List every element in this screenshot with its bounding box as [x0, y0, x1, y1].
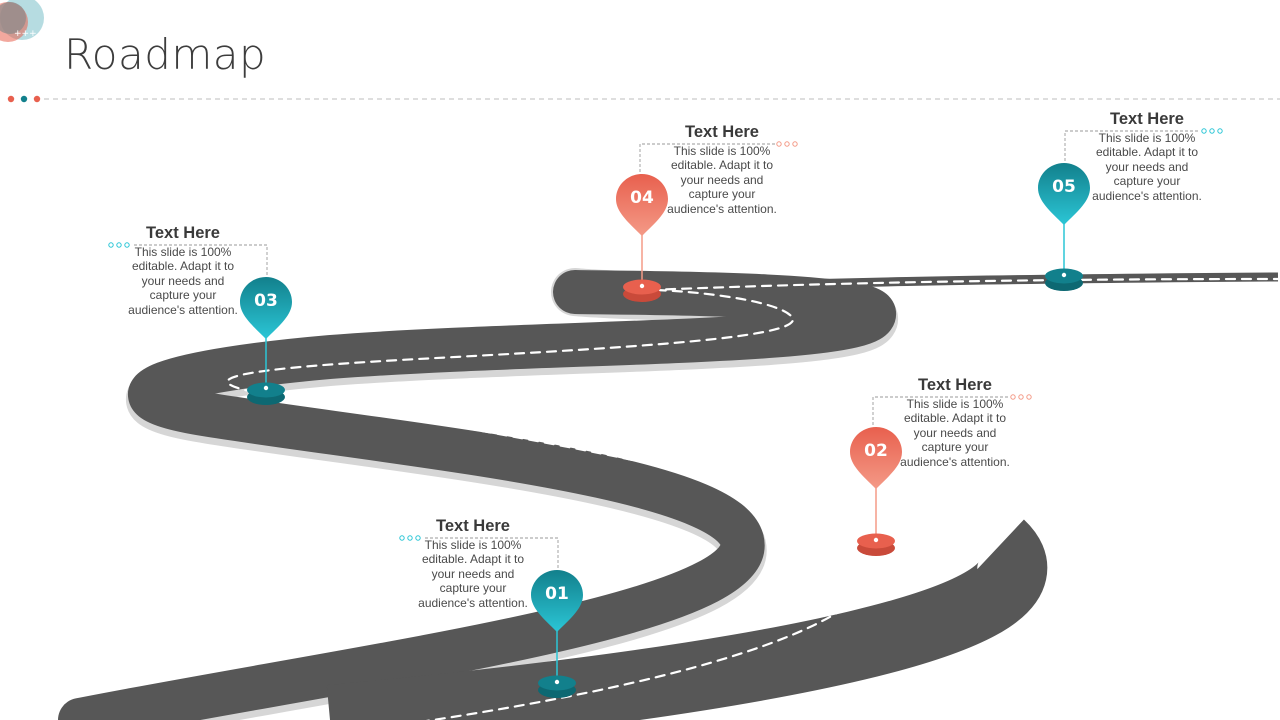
milestone-heading: Text Here	[146, 224, 220, 242]
milestone-number: 03	[254, 291, 278, 311]
description-line: This slide is 100%	[906, 397, 1004, 411]
description-line: capture your	[1113, 174, 1181, 189]
description-line: audience's attention.	[128, 302, 238, 317]
leader-line-04	[639, 141, 798, 172]
description-line: editable. Adapt it to	[903, 411, 1007, 426]
milestone-heading: Text Here	[436, 517, 510, 535]
page-title: Roadmap	[64, 30, 267, 79]
leader-line-03	[108, 242, 268, 275]
map-pin-icon	[1038, 163, 1090, 225]
description-line: This slide is 100%	[673, 144, 771, 158]
description-line: your needs and	[141, 273, 225, 288]
description-line: editable. Adapt it to	[421, 552, 525, 567]
pin-base-01	[538, 630, 576, 698]
description-line: audience's attention.	[667, 201, 777, 216]
milestone-number: 01	[545, 584, 569, 604]
milestone-number: 05	[1052, 177, 1076, 197]
milestone-number: 02	[864, 441, 888, 461]
description-line: audience's attention.	[900, 454, 1010, 469]
milestone-description: This slide is 100% editable. Adapt it to…	[108, 245, 258, 317]
road-surface	[58, 270, 896, 720]
milestone-label-04: Text Here This slide is 100% editable. A…	[647, 122, 797, 216]
description-line: your needs and	[1105, 159, 1189, 174]
description-line: your needs and	[913, 425, 997, 440]
description-line: This slide is 100%	[1098, 131, 1196, 145]
description-line: your needs and	[680, 172, 764, 187]
milestone-pin-01: 01	[529, 568, 585, 634]
milestone-pin-02: 02	[848, 425, 904, 491]
milestone-pin-05: 05	[1036, 161, 1092, 227]
milestone-heading: Text Here	[685, 123, 759, 141]
milestone-pin-03: 03	[238, 275, 294, 341]
svg-text:+++: +++	[14, 29, 37, 39]
map-pin-icon	[616, 174, 668, 236]
milestone-description: This slide is 100% editable. Adapt it to…	[647, 144, 797, 216]
milestone-label-05: Text Here This slide is 100% editable. A…	[1072, 109, 1222, 203]
leader-line-05	[1064, 128, 1223, 161]
pin-base-02	[857, 488, 895, 556]
divider-dot	[20, 95, 28, 103]
milestone-label-01: Text Here This slide is 100% editable. A…	[398, 516, 548, 610]
description-line: editable. Adapt it to	[131, 259, 235, 274]
description-line: audience's attention.	[1092, 188, 1202, 203]
description-line: This slide is 100%	[424, 538, 522, 552]
milestone-description: This slide is 100% editable. Adapt it to…	[398, 538, 548, 610]
divider-dot	[33, 95, 41, 103]
road-outer-curve	[326, 519, 1047, 720]
description-line: editable. Adapt it to	[1095, 145, 1199, 160]
road-center-line	[226, 277, 1280, 720]
milestone-number: 04	[630, 188, 654, 208]
milestone-pin-04: 04	[614, 172, 670, 238]
milestone-heading: Text Here	[918, 376, 992, 394]
header-divider	[7, 95, 1280, 103]
decorative-circles-icon: +++	[0, 0, 44, 42]
description-line: editable. Adapt it to	[670, 158, 774, 173]
description-line: capture your	[921, 440, 989, 455]
description-line: This slide is 100%	[134, 245, 232, 259]
description-line: capture your	[688, 187, 756, 202]
milestone-label-02: Text Here This slide is 100% editable. A…	[880, 375, 1030, 469]
map-pin-icon	[850, 427, 902, 489]
map-pin-icon	[531, 570, 583, 632]
milestone-label-03: Text Here This slide is 100% editable. A…	[108, 223, 258, 317]
leader-line-01	[399, 535, 559, 568]
milestone-heading: Text Here	[1110, 110, 1184, 128]
description-line: capture your	[149, 288, 217, 303]
description-line: your needs and	[431, 566, 515, 581]
divider-dot	[7, 95, 15, 103]
pin-base-04	[623, 233, 661, 302]
milestone-description: This slide is 100% editable. Adapt it to…	[880, 397, 1030, 469]
leader-line-02	[872, 394, 1032, 425]
pin-base-03	[247, 336, 285, 405]
pin-base-05	[1045, 222, 1083, 291]
map-pin-icon	[240, 277, 292, 339]
milestone-description: This slide is 100% editable. Adapt it to…	[1072, 131, 1222, 203]
description-line: audience's attention.	[418, 595, 528, 610]
description-line: capture your	[439, 581, 507, 596]
